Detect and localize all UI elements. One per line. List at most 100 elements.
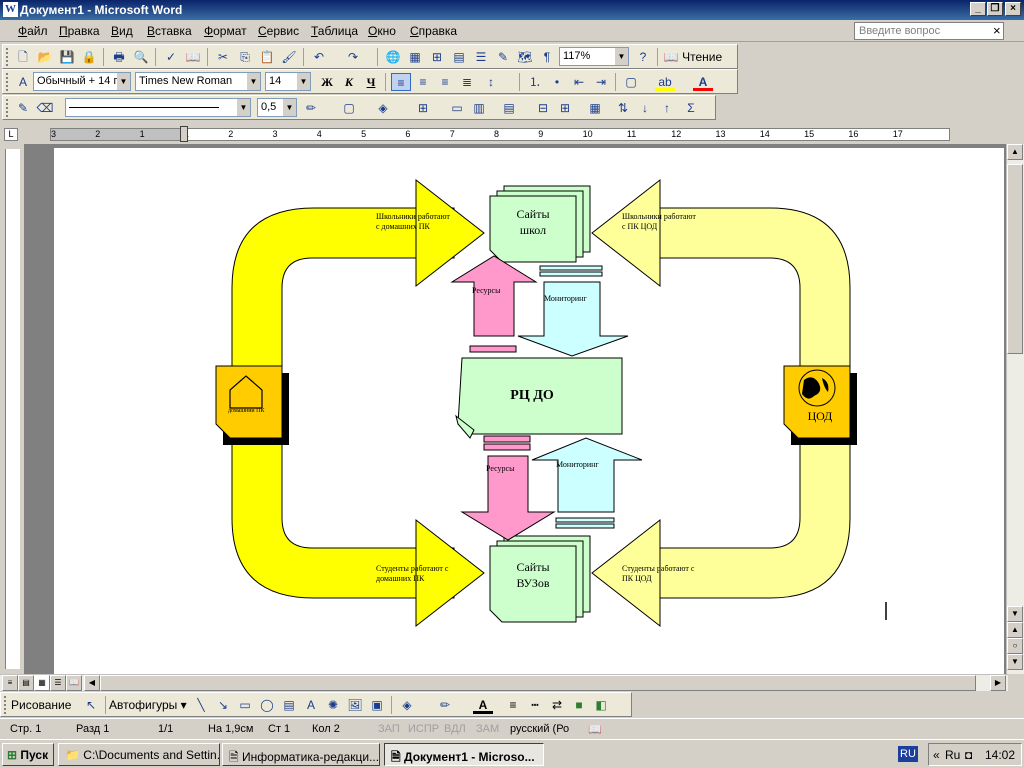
- restore-button[interactable]: ❐: [987, 2, 1003, 16]
- tray-language[interactable]: Ru: [945, 748, 961, 762]
- scroll-right-button[interactable]: ▶: [990, 675, 1006, 691]
- new-document-icon[interactable]: 🗋: [18, 50, 28, 64]
- chevron-down-icon[interactable]: ▼: [117, 73, 130, 90]
- align-right-icon[interactable]: ≡: [441, 75, 449, 89]
- web-layout-button[interactable]: ▤: [18, 675, 34, 691]
- scroll-up-button[interactable]: ▲: [1007, 144, 1023, 160]
- eraser-icon[interactable]: ⌫: [36, 101, 54, 115]
- menu-window[interactable]: Окно: [368, 24, 396, 38]
- arrow-head-right-bottom[interactable]: [591, 518, 661, 628]
- next-page-button[interactable]: ▼: [1007, 654, 1023, 670]
- menu-insert[interactable]: Вставка: [147, 24, 192, 38]
- menu-help[interactable]: Справка: [410, 24, 458, 38]
- status-language[interactable]: русский (Ро: [510, 723, 570, 735]
- research-icon[interactable]: 📖: [185, 50, 201, 64]
- menu-edit[interactable]: Правка: [59, 24, 100, 38]
- document-page[interactable]: Сайты школ Сайты ВУЗов РЦ ДО домашний ПК…: [54, 148, 1004, 674]
- align-left-icon[interactable]: ≡: [391, 73, 411, 91]
- shading-color-icon[interactable]: ◈: [378, 101, 388, 115]
- outside-border-icon[interactable]: ▢: [343, 101, 355, 115]
- document-close-icon[interactable]: ×: [993, 23, 1001, 38]
- resources-arrow-bottom[interactable]: [460, 435, 556, 541]
- print-preview-icon[interactable]: 🔍: [133, 50, 149, 64]
- start-button[interactable]: ⊞ Пуск: [2, 743, 54, 766]
- chevron-down-icon[interactable]: ▼: [615, 48, 628, 65]
- menu-tools[interactable]: Сервис: [258, 24, 300, 38]
- scroll-left-button[interactable]: ◀: [84, 675, 100, 691]
- distribute-columns-icon[interactable]: ⊞: [559, 101, 571, 115]
- right-lower-arc[interactable]: [653, 437, 851, 599]
- diagram-icon[interactable]: ✺: [327, 698, 339, 712]
- ask-question-input[interactable]: Введите вопрос: [854, 22, 1004, 40]
- word-app-icon[interactable]: W: [3, 2, 18, 17]
- monitoring-arrow-bottom[interactable]: [531, 437, 643, 529]
- font-color-draw-icon[interactable]: A: [473, 696, 493, 714]
- task-informatics-doc[interactable]: 🗎 Информатика-редакци...: [222, 743, 380, 766]
- tray-app-icon[interactable]: ◘: [965, 748, 973, 762]
- chevron-down-icon[interactable]: ▼: [283, 99, 296, 116]
- bold-button[interactable]: Ж: [321, 75, 333, 89]
- horizontal-ruler[interactable]: L 3211234567891011121314151617: [0, 124, 1024, 144]
- horizontal-scrollbar[interactable]: ≡ ▤ ▦ ☰ 📖 ◀ ▶: [0, 674, 1008, 691]
- diagram[interactable]: [54, 148, 1004, 674]
- document-map-icon[interactable]: 🗺: [517, 50, 533, 64]
- save-icon[interactable]: 💾: [59, 50, 75, 64]
- scroll-thumb[interactable]: [1007, 164, 1023, 354]
- justify-icon[interactable]: ≣: [461, 75, 473, 89]
- left-upper-arc[interactable]: [231, 207, 455, 379]
- line-spacing-icon[interactable]: ↕: [488, 75, 494, 89]
- status-track-changes[interactable]: ИСПР: [408, 723, 440, 735]
- fill-color-icon[interactable]: ◈: [402, 698, 412, 712]
- language-indicator[interactable]: RU: [898, 746, 918, 762]
- menu-file[interactable]: Файл: [18, 24, 48, 38]
- wordart-icon[interactable]: A: [306, 698, 315, 712]
- clock[interactable]: 14:02: [985, 748, 1016, 762]
- line-style-select[interactable]: ▼: [65, 98, 251, 117]
- line-color-icon[interactable]: ✏: [439, 698, 451, 712]
- autosum-icon[interactable]: Σ: [687, 101, 695, 115]
- line-icon[interactable]: ╲: [197, 698, 205, 712]
- tsod-box[interactable]: [783, 365, 857, 445]
- left-loop-arrow[interactable]: [231, 178, 485, 628]
- text-box-icon[interactable]: ▤: [283, 698, 295, 712]
- undo-icon[interactable]: ↶: [313, 50, 325, 64]
- vertical-ruler[interactable]: [0, 144, 24, 674]
- task-document1[interactable]: 🗎 Документ1 - Microso...: [384, 743, 544, 766]
- chevron-down-icon[interactable]: ▼: [297, 73, 310, 90]
- arrow-head-right-top[interactable]: [591, 178, 661, 288]
- sites-universities-box[interactable]: [489, 535, 591, 623]
- insert-table-icon[interactable]: ⊞: [417, 101, 429, 115]
- sort-ascending-icon[interactable]: ↓: [642, 101, 648, 115]
- 3d-icon[interactable]: ◧: [595, 698, 607, 712]
- chevron-down-icon[interactable]: ▼: [247, 73, 260, 90]
- minimize-button[interactable]: _: [970, 2, 986, 16]
- document-area[interactable]: Сайты школ Сайты ВУЗов РЦ ДО домашний ПК…: [24, 144, 1008, 674]
- align-center-icon[interactable]: ≡: [419, 75, 427, 89]
- arrow-head-left-bottom[interactable]: [415, 518, 485, 628]
- numbering-icon[interactable]: ⒈: [528, 75, 541, 89]
- outline-view-button[interactable]: ☰: [50, 675, 66, 691]
- help-icon[interactable]: ?: [639, 50, 647, 64]
- copy-icon[interactable]: ⎘: [240, 50, 250, 64]
- status-extend[interactable]: ВДЛ: [444, 723, 466, 735]
- rectangle-icon[interactable]: ▭: [239, 698, 251, 712]
- line-style-icon[interactable]: ≡: [509, 698, 517, 712]
- tab-selector-icon[interactable]: L: [4, 128, 18, 141]
- oval-icon[interactable]: ◯: [260, 698, 274, 712]
- border-icon[interactable]: ▢: [625, 75, 637, 89]
- hyperlink-icon[interactable]: 🌐: [385, 50, 401, 64]
- indent-marker-icon[interactable]: [180, 126, 188, 142]
- left-lower-arc[interactable]: [231, 437, 455, 599]
- dash-style-icon[interactable]: ┅: [531, 698, 539, 712]
- arrow-icon[interactable]: ↘: [217, 698, 229, 712]
- menu-view[interactable]: Вид: [111, 24, 133, 38]
- toolbar-grip[interactable]: [6, 48, 9, 66]
- italic-button[interactable]: К: [344, 75, 354, 89]
- cut-icon[interactable]: ✂: [217, 50, 229, 64]
- task-explorer[interactable]: 📁 C:\Documents and Settin...: [58, 743, 220, 766]
- border-color-icon[interactable]: ✏: [305, 101, 317, 115]
- autoformat-icon[interactable]: ▦: [589, 101, 601, 115]
- close-button[interactable]: ×: [1005, 2, 1021, 16]
- spelling-status-icon[interactable]: 📖: [588, 724, 602, 736]
- arrow-head-left-top[interactable]: [415, 178, 485, 288]
